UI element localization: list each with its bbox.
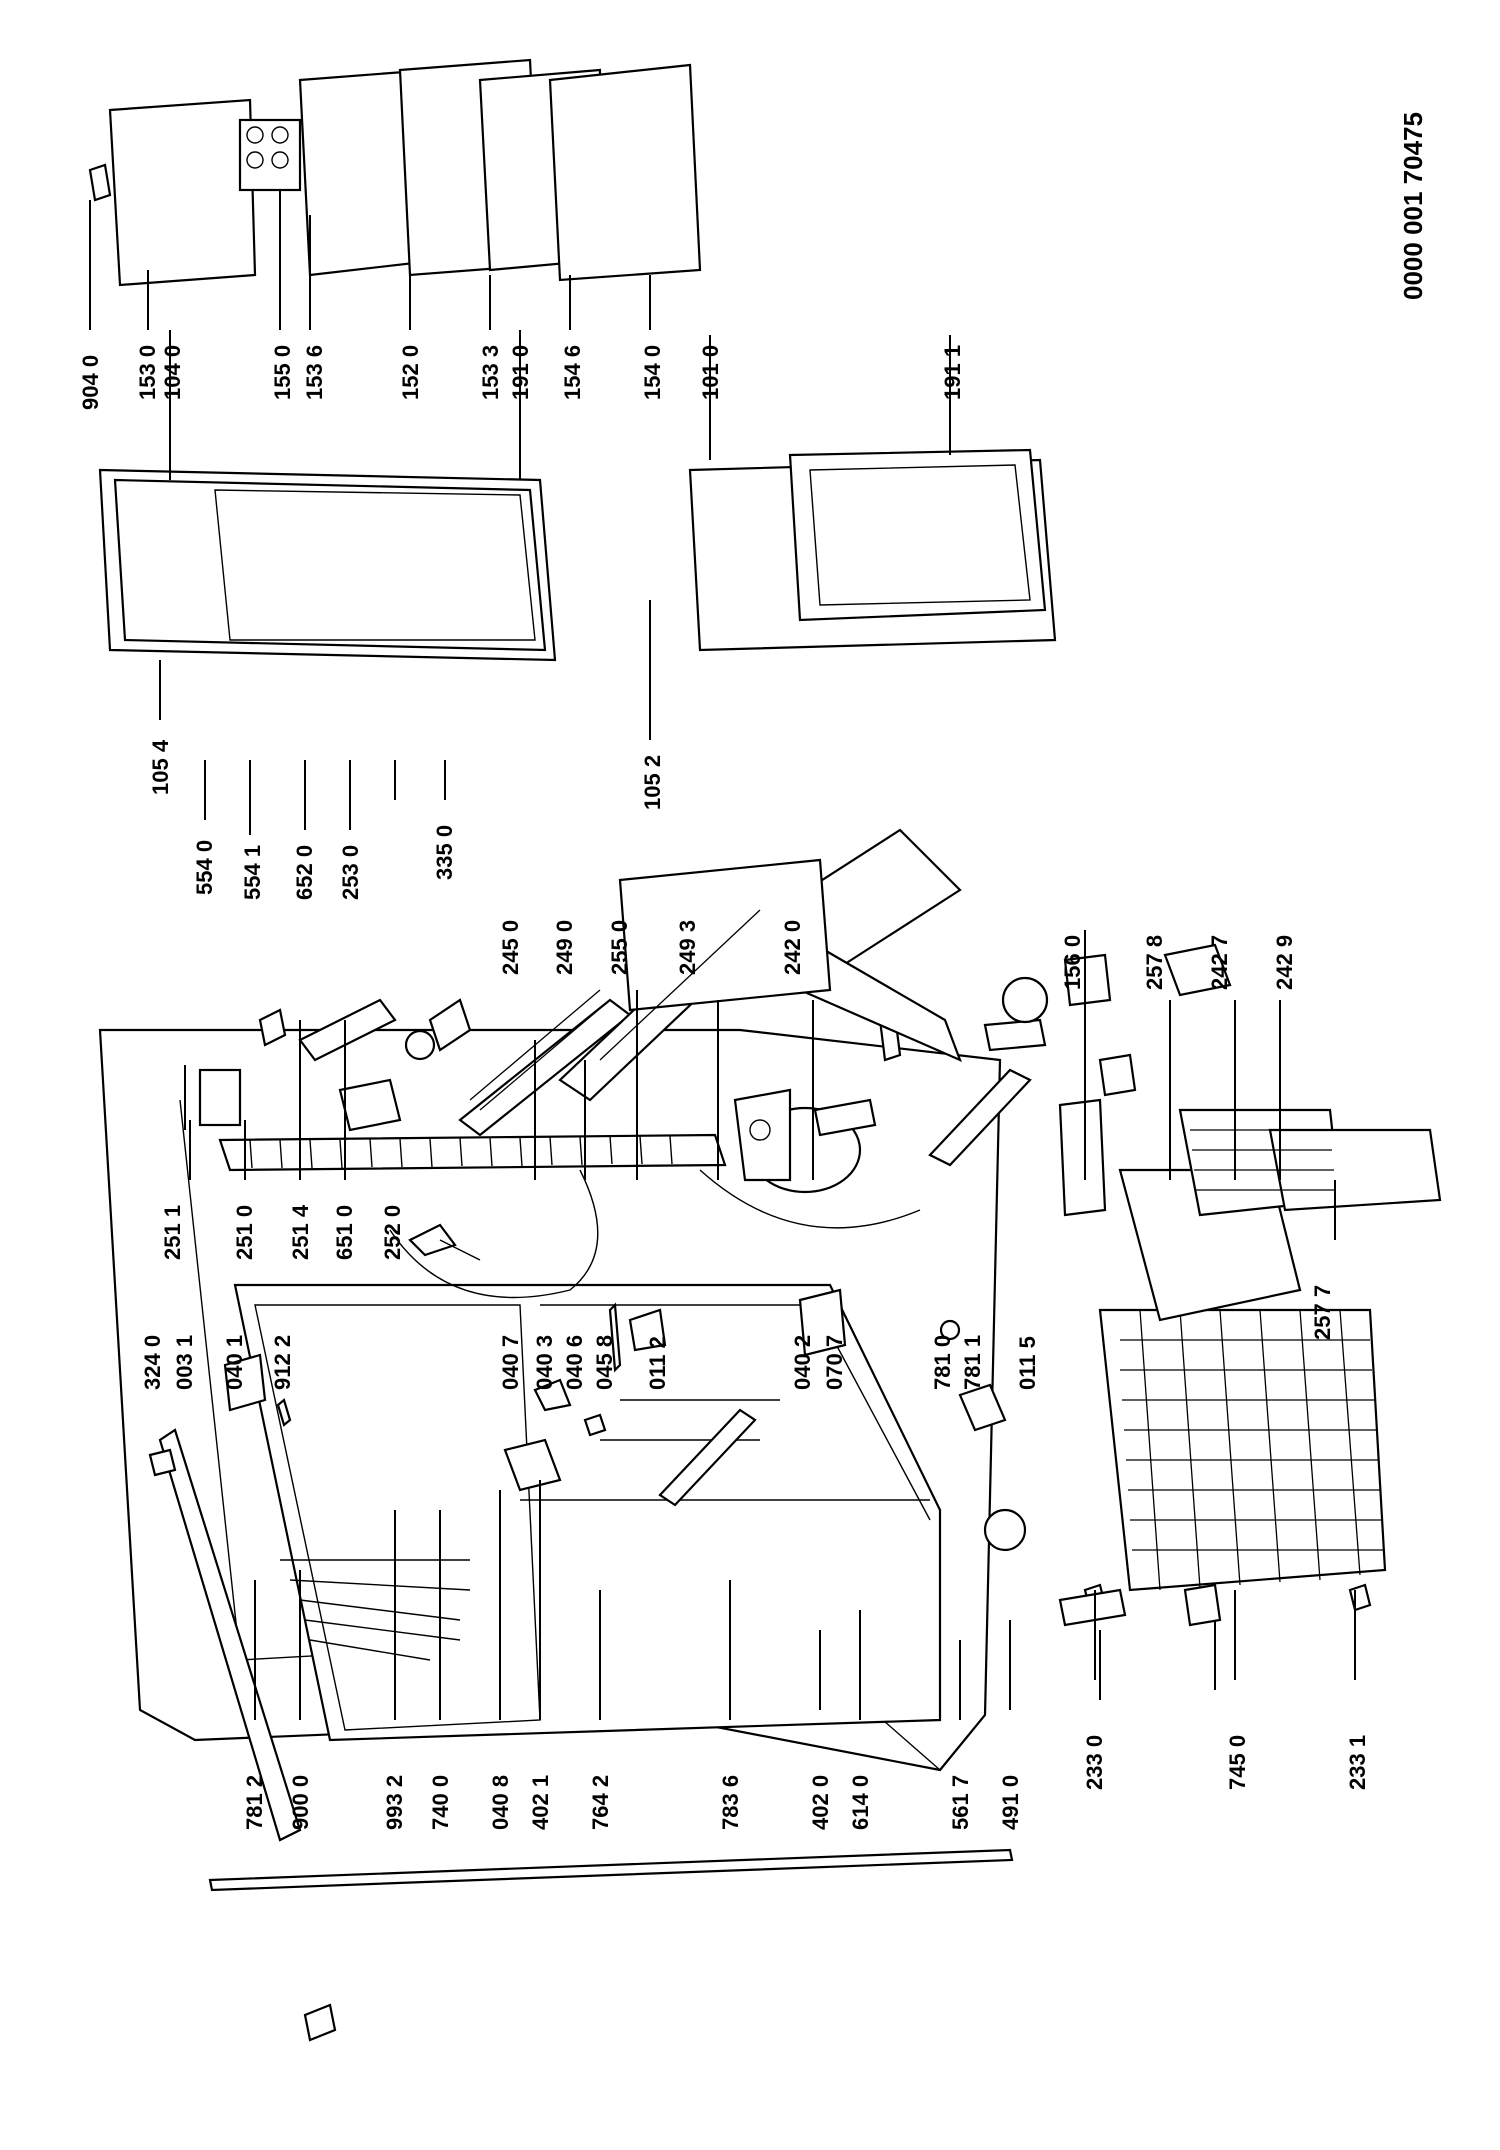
part-label: 252 0 [380, 1205, 405, 1260]
part-label: 781 2 [242, 1775, 267, 1830]
part-label: 242 7 [1207, 935, 1232, 990]
part-label: 651 0 [332, 1205, 357, 1260]
part-drawings [88, 58, 1442, 2042]
part-label: 781 0 [930, 1335, 955, 1390]
part-label: 040 1 [222, 1335, 247, 1390]
part-label: 335 0 [432, 825, 457, 880]
part-label: 105 4 [148, 739, 173, 795]
part-label: 040 2 [790, 1335, 815, 1390]
part-label: 104 0 [160, 345, 185, 400]
part-label: 257 7 [1310, 1285, 1335, 1340]
part-label: 614 0 [848, 1775, 873, 1830]
part-label: 040 7 [498, 1335, 523, 1390]
part-label: 257 8 [1142, 935, 1167, 990]
part-label: 156 0 [1060, 935, 1085, 990]
part-label: 191 0 [508, 345, 533, 400]
part-label: 242 9 [1272, 935, 1297, 990]
part-label: 101 0 [698, 345, 723, 400]
part-label: 154 0 [640, 345, 665, 400]
part-label: 045 8 [592, 1335, 617, 1390]
part-label: 783 6 [718, 1775, 743, 1830]
part-label: 255 0 [607, 920, 632, 975]
part-label: 105 2 [640, 755, 665, 810]
part-label: 233 0 [1082, 1735, 1107, 1790]
part-label: 155 0 [270, 345, 295, 400]
part-label: 554 0 [192, 840, 217, 895]
part-labels: 904 0 153 0 104 0 155 0 153 6 152 0 153 … [78, 345, 1370, 1830]
part-label: 245 0 [498, 920, 523, 975]
cabinet-drawing [98, 1028, 1002, 1842]
door-balconies-drawing [88, 58, 702, 287]
part-label: 011 2 [645, 1336, 670, 1390]
part-label: 153 3 [478, 345, 503, 400]
leader-lines [89, 190, 1356, 1720]
part-label: 561 7 [948, 1775, 973, 1830]
document-code: 0000 001 70475 [1398, 112, 1428, 300]
control-assembly-drawing [198, 998, 472, 1132]
part-label: 153 0 [135, 345, 160, 400]
part-label: 745 0 [1225, 1735, 1250, 1790]
freezer-door-drawing [688, 448, 1057, 652]
part-label: 253 0 [338, 845, 363, 900]
part-label: 900 0 [288, 1775, 313, 1830]
part-label: 233 1 [1345, 1735, 1370, 1790]
bins-drawing [1058, 1098, 1442, 1322]
part-label: 402 1 [528, 1775, 553, 1830]
part-label: 781 1 [960, 1335, 985, 1390]
part-label: 652 0 [292, 845, 317, 900]
fridge-door-drawing [98, 468, 557, 662]
part-label: 040 3 [532, 1335, 557, 1390]
part-label: 402 0 [808, 1775, 833, 1830]
part-label: 040 8 [488, 1775, 513, 1830]
part-label: 993 2 [382, 1775, 407, 1830]
part-label: 554 1 [240, 845, 265, 900]
part-label: 904 0 [78, 355, 103, 410]
part-label: 764 2 [588, 1775, 613, 1830]
part-label: 740 0 [428, 1775, 453, 1830]
part-label: 491 0 [998, 1775, 1023, 1830]
part-label: 324 0 [140, 1335, 165, 1390]
part-label: 251 0 [232, 1205, 257, 1260]
part-label: 003 1 [172, 1335, 197, 1390]
wire-baskets-drawing [1098, 1308, 1387, 1592]
part-label: 249 0 [552, 920, 577, 975]
part-label: 251 1 [160, 1205, 185, 1260]
part-label: 912 2 [270, 1335, 295, 1390]
part-label: 251 4 [288, 1204, 313, 1260]
electrical-parts-drawing [983, 1508, 1222, 1627]
part-label: 040 6 [562, 1335, 587, 1390]
part-label: 152 0 [398, 345, 423, 400]
part-label: 011 5 [1015, 1336, 1040, 1390]
hardware-drawings [148, 943, 1372, 2042]
part-label: 191 1 [940, 345, 965, 400]
part-label: 249 3 [675, 920, 700, 975]
shelves-drawing [458, 828, 962, 1137]
part-label: 154 6 [560, 345, 585, 400]
part-label: 242 0 [780, 920, 805, 975]
part-label: 153 6 [302, 345, 327, 400]
part-label: 070 7 [822, 1335, 847, 1390]
